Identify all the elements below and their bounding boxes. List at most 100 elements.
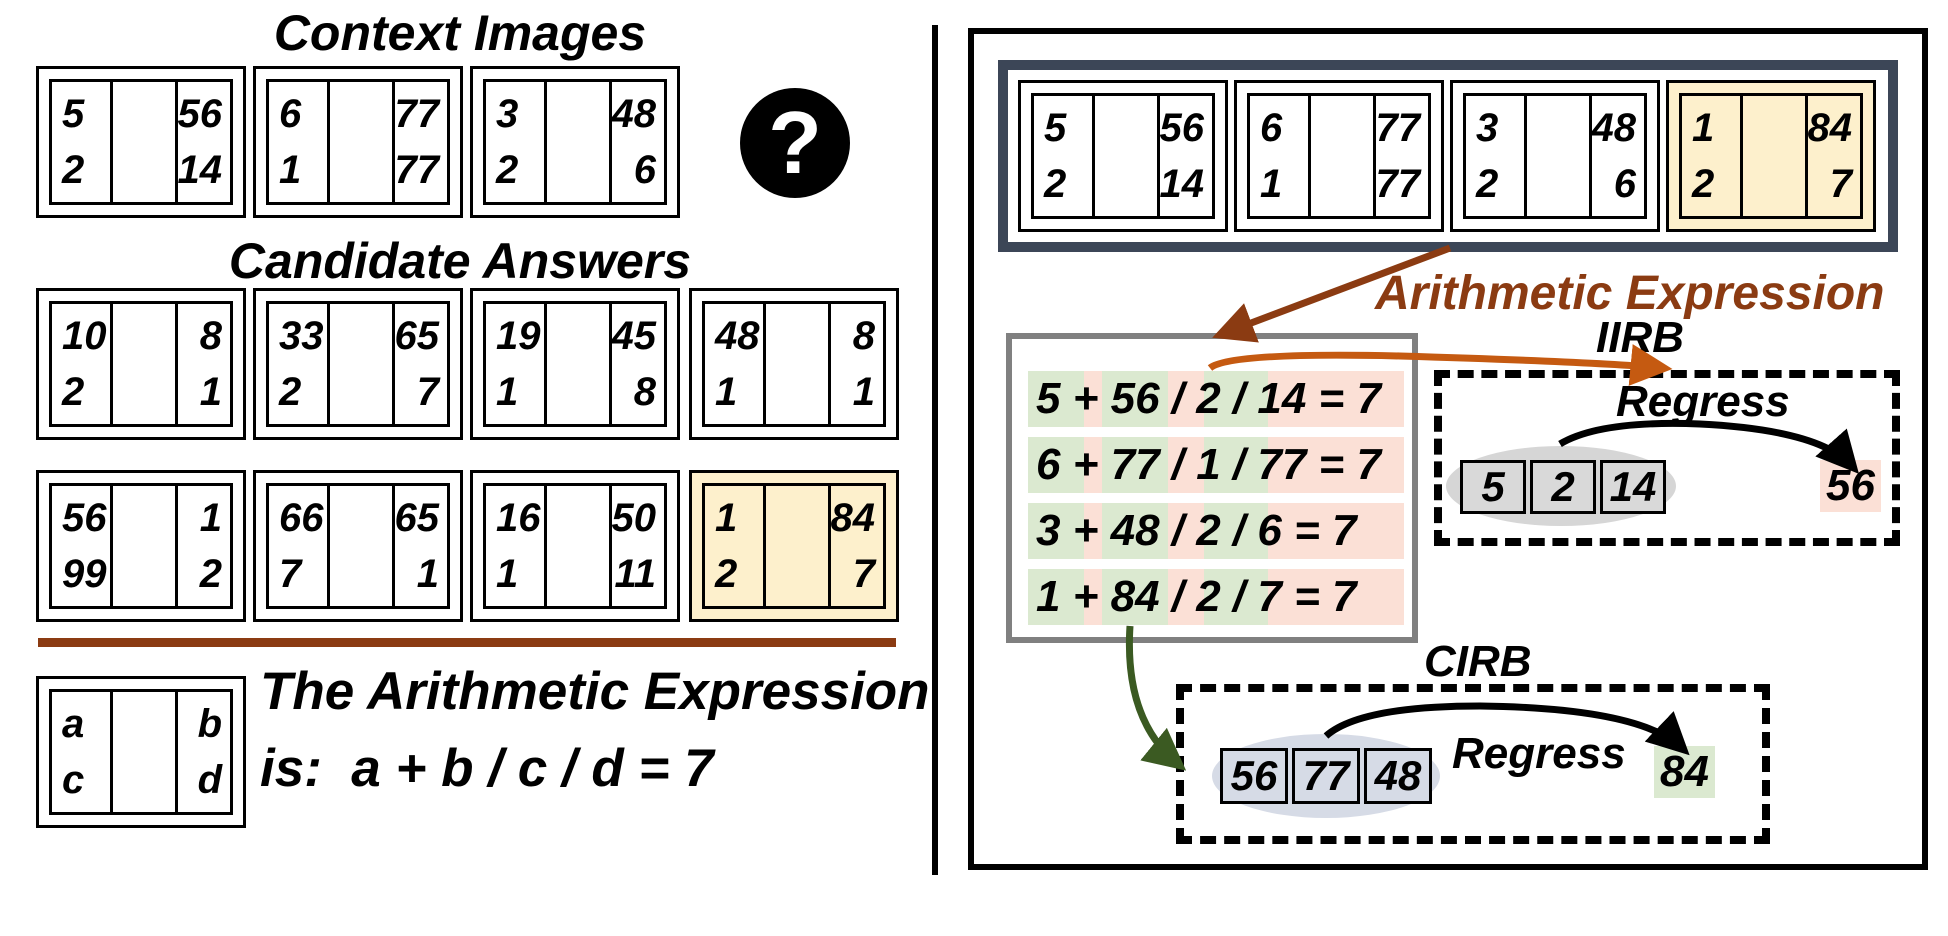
panel-value-b: 8 bbox=[199, 314, 222, 358]
panel-value-b: 8 bbox=[852, 314, 875, 358]
explanation-line-1: The Arithmetic Expression bbox=[260, 662, 930, 721]
panel-value-d: 77 bbox=[394, 148, 440, 192]
iirb-regress-label: Regress bbox=[1616, 377, 1790, 426]
iirb-input-cell: 14 bbox=[1600, 460, 1666, 514]
cirb-input-cell: 56 bbox=[1220, 748, 1288, 804]
panel-value-a: 1 bbox=[715, 496, 738, 540]
panel-value-a: 33 bbox=[279, 314, 324, 358]
arrow-expressions-to-iirb bbox=[1207, 344, 1673, 386]
arrow-expressions-to-cirb bbox=[1125, 625, 1187, 771]
panel-value-c: 2 bbox=[279, 370, 302, 414]
panel-value-a: a bbox=[62, 702, 85, 746]
iirb-input-cell: 5 bbox=[1460, 460, 1526, 514]
panel-value-b: 77 bbox=[394, 92, 440, 136]
candidate-panel-6[interactable]: 66 7 65 1 bbox=[253, 470, 463, 622]
panel-value-c: 1 bbox=[496, 552, 519, 596]
panel-value-a: 5 bbox=[62, 92, 85, 136]
panel-value-b: 48 bbox=[611, 92, 657, 136]
panel-value-a: 6 bbox=[279, 92, 302, 136]
panel-value-d: 11 bbox=[614, 552, 656, 596]
expression-text: 1 + 84 / 2 / 7 = 7 bbox=[1036, 572, 1357, 621]
panel-value-a: 19 bbox=[496, 314, 541, 358]
cirb-input-cell: 77 bbox=[1292, 748, 1360, 804]
panel-value-c: 2 bbox=[62, 148, 85, 192]
panel-value-b: 65 bbox=[394, 496, 440, 540]
candidate-answers-title: Candidate Answers bbox=[228, 233, 692, 289]
panel-value-b: b bbox=[197, 702, 222, 746]
left-horizontal-divider bbox=[38, 638, 896, 647]
panel-value-c: 2 bbox=[496, 148, 519, 192]
center-vertical-divider bbox=[932, 25, 938, 875]
panel-value-d: 2 bbox=[199, 552, 222, 596]
right-diagram-frame bbox=[968, 28, 1928, 870]
panel-value-a: 3 bbox=[496, 92, 519, 136]
cirb-label: CIRB bbox=[1424, 637, 1532, 686]
panel-value-a: 66 bbox=[279, 496, 324, 540]
panel-value-d: 14 bbox=[177, 148, 223, 192]
iirb-input-cell: 2 bbox=[1530, 460, 1596, 514]
panel-value-d: 7 bbox=[416, 370, 439, 414]
panel-value-d: d bbox=[197, 758, 222, 802]
panel-value-b: 84 bbox=[830, 496, 876, 540]
cirb-input-cell: 48 bbox=[1364, 748, 1432, 804]
panel-value-b: 84 bbox=[1807, 106, 1853, 150]
panel-value-d: 1 bbox=[416, 552, 439, 596]
panel-value-a: 56 bbox=[62, 496, 107, 540]
panel-value-c: 2 bbox=[1044, 162, 1067, 206]
panel-value-c: 2 bbox=[715, 552, 738, 596]
panel-value-c: 2 bbox=[62, 370, 85, 414]
panel-value-c: 1 bbox=[279, 148, 302, 192]
panel-value-d: 7 bbox=[852, 552, 875, 596]
panel-value-b: 56 bbox=[1159, 106, 1205, 150]
context-panel-3: 3 2 48 6 bbox=[470, 66, 680, 218]
candidate-panel-4[interactable]: 48 1 8 1 bbox=[689, 288, 899, 440]
expression-box: 5 + 56 / 2 / 14 = 7 6 + 77 / 1 / 77 = 7 … bbox=[1006, 333, 1418, 643]
expression-row-3: 3 + 48 / 2 / 6 = 7 bbox=[1028, 503, 1404, 559]
explanation-line-2: is: a + b / c / d = 7 bbox=[260, 739, 714, 798]
panel-value-b: 48 bbox=[1591, 106, 1637, 150]
cirb-regress-label: Regress bbox=[1452, 729, 1626, 778]
expression-text: 5 + 56 / 2 / 14 = 7 bbox=[1036, 374, 1381, 423]
panel-value-c: 1 bbox=[496, 370, 519, 414]
arrow-iirb-regress bbox=[1558, 419, 1859, 474]
panel-value-a: 16 bbox=[496, 496, 541, 540]
panel-value-d: 7 bbox=[1829, 162, 1852, 206]
arithmetic-expression-label: Arithmetic Expression bbox=[1375, 267, 1885, 320]
panel-value-c: 7 bbox=[279, 552, 302, 596]
panel-value-d: 8 bbox=[633, 370, 656, 414]
expression-row-1: 5 + 56 / 2 / 14 = 7 bbox=[1028, 371, 1404, 427]
arrow-strip-to-expressions bbox=[1212, 244, 1452, 343]
context-panel-1: 5 2 56 14 bbox=[36, 66, 246, 218]
candidate-panel-2[interactable]: 33 2 65 7 bbox=[253, 288, 463, 440]
context-panel-2: 6 1 77 77 bbox=[253, 66, 463, 218]
panel-value-d: 77 bbox=[1375, 162, 1421, 206]
panel-value-d: 1 bbox=[852, 370, 875, 414]
arrow-cirb-regress bbox=[1323, 702, 1690, 756]
panel-value-b: 65 bbox=[394, 314, 440, 358]
panel-value-d: 6 bbox=[633, 148, 656, 192]
expression-text: 3 + 48 / 2 / 6 = 7 bbox=[1036, 506, 1357, 555]
panel-value-d: 6 bbox=[1613, 162, 1636, 206]
context-images-title: Context Images bbox=[273, 5, 647, 61]
panel-value-a: 6 bbox=[1260, 106, 1283, 150]
panel-value-a: 48 bbox=[715, 314, 760, 358]
panel-value-c: 2 bbox=[1692, 162, 1715, 206]
panel-value-c: 1 bbox=[715, 370, 738, 414]
panel-value-c: 1 bbox=[1260, 162, 1283, 206]
panel-value-a: 10 bbox=[62, 314, 107, 358]
panel-value-a: 3 bbox=[1476, 106, 1499, 150]
question-mark-icon: ? bbox=[740, 88, 850, 198]
panel-value-a: 5 bbox=[1044, 106, 1067, 150]
panel-value-d: 1 bbox=[199, 370, 222, 414]
candidate-panel-1[interactable]: 10 2 8 1 bbox=[36, 288, 246, 440]
candidate-panel-8-answer[interactable]: 1 2 84 7 bbox=[689, 470, 899, 622]
panel-value-b: 56 bbox=[177, 92, 223, 136]
